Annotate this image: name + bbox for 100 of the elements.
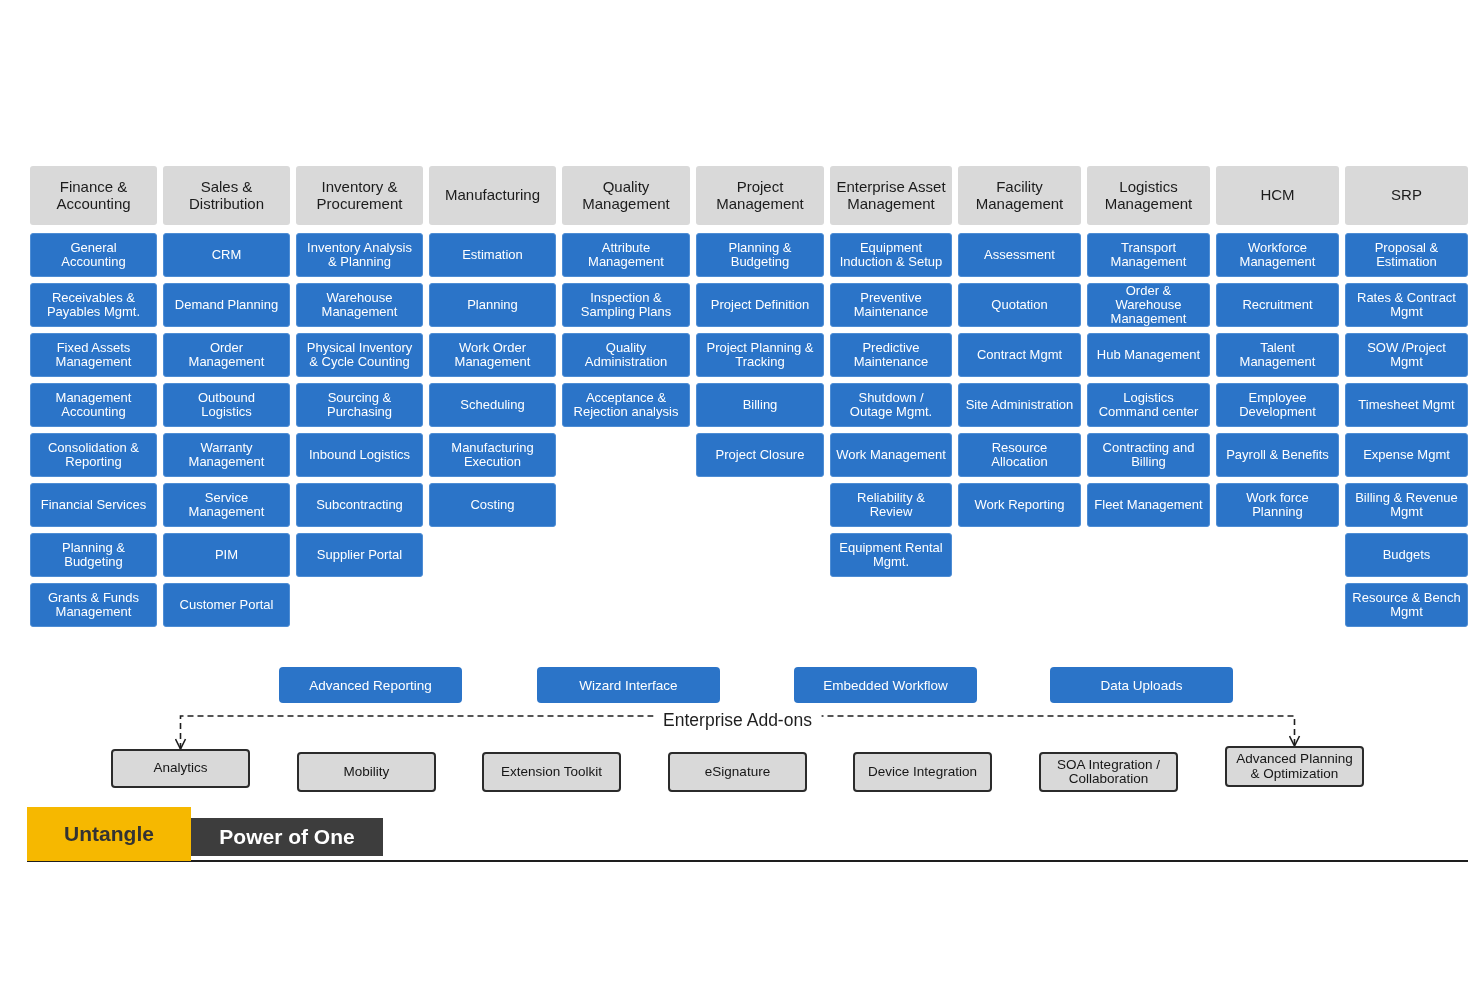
module-tile	[429, 433, 556, 477]
feature-tile	[1050, 667, 1233, 703]
module-tile	[1345, 383, 1468, 427]
category-title: Facility Management	[974, 179, 1065, 212]
module-tile	[30, 583, 157, 627]
module-name: Equipment Rental Mgmt.	[838, 540, 944, 570]
module-name: Consolidation & Reporting	[46, 440, 141, 470]
module-name: Acceptance & Rejection analysis	[572, 390, 680, 420]
feature-name: Embedded Workflow	[823, 677, 948, 693]
feature-name: Data Uploads	[1100, 677, 1183, 693]
add-on-name: Mobility	[343, 764, 390, 780]
module-tile	[696, 383, 824, 427]
module-tile	[296, 333, 423, 377]
module-name: Project Planning & Tracking	[705, 340, 815, 370]
module-name: Subcontracting	[316, 498, 403, 512]
module-name: PIM	[214, 548, 239, 562]
module-name: Inventory Analysis & Planning	[306, 240, 413, 270]
module-tile	[830, 433, 952, 477]
module-name: Work Management	[836, 448, 946, 462]
module-tile	[429, 283, 556, 327]
category-title: Quality Management	[581, 179, 671, 212]
module-tile	[1345, 583, 1468, 627]
module-name: Costing	[470, 498, 515, 512]
module-name: Employee Development	[1238, 390, 1317, 420]
module-tile	[296, 433, 423, 477]
add-on-name: SOA Integration / Collaboration	[1056, 757, 1161, 787]
module-name: Inbound Logistics	[308, 448, 411, 462]
module-name: Service Management	[187, 490, 266, 520]
module-tile	[1087, 333, 1210, 377]
module-name: Planning & Budgeting	[61, 540, 126, 570]
module-name: Warehouse Management	[320, 290, 399, 320]
module-tile	[1345, 483, 1468, 527]
module-name: Scheduling	[460, 398, 525, 412]
category-header-panel	[958, 166, 1081, 225]
add-on-name: Advanced Planning & Optimization	[1235, 752, 1354, 781]
module-name: Financial Services	[40, 498, 147, 512]
add-on-tile	[297, 752, 436, 792]
module-tile	[163, 533, 290, 577]
module-tile	[429, 483, 556, 527]
module-name: Timesheet Mgmt	[1358, 398, 1455, 412]
category-title: SRP	[1391, 187, 1422, 204]
module-tile	[1345, 433, 1468, 477]
module-name: Payroll & Benefits	[1226, 448, 1329, 462]
module-name: Sourcing & Purchasing	[325, 390, 393, 420]
module-tile	[1087, 433, 1210, 477]
module-tile	[163, 383, 290, 427]
module-name: Project Definition	[710, 298, 810, 312]
module-name: Project Closure	[715, 448, 805, 462]
feature-tile	[279, 667, 462, 703]
module-tile	[696, 233, 824, 277]
module-tile	[1216, 433, 1339, 477]
category-header-panel	[1087, 166, 1210, 225]
category-header-panel	[163, 166, 290, 225]
add-on-tile	[482, 752, 621, 792]
module-name: Billing & Revenue Mgmt	[1354, 490, 1459, 520]
module-name: Resource Allocation	[990, 440, 1049, 470]
module-tile	[696, 283, 824, 327]
subtitle-banner	[191, 818, 383, 856]
module-tile	[696, 433, 824, 477]
module-tile	[1216, 283, 1339, 327]
feature-name: Advanced Reporting	[309, 677, 432, 693]
module-tile	[429, 333, 556, 377]
module-tile	[30, 333, 157, 377]
add-on-tile	[1225, 746, 1364, 787]
module-name: Management Accounting	[54, 390, 133, 420]
module-name: General Accounting	[60, 240, 127, 270]
module-name: Rates & Contract Mgmt	[1356, 290, 1457, 320]
module-tile	[830, 283, 952, 327]
module-tile	[296, 283, 423, 327]
module-tile	[958, 383, 1081, 427]
module-tile	[163, 433, 290, 477]
module-name: Site Administration	[965, 398, 1074, 412]
module-tile	[696, 333, 824, 377]
module-name: Planning	[467, 298, 518, 312]
module-name: Demand Planning	[174, 298, 279, 312]
module-name: Proposal & Estimation	[1373, 240, 1440, 270]
module-tile	[30, 383, 157, 427]
module-name: Expense Mgmt	[1363, 448, 1450, 462]
module-tile	[562, 333, 690, 377]
module-tile	[1345, 233, 1468, 277]
category-title: Enterprise Asset Management	[835, 179, 947, 212]
module-name: Work force Planning	[1245, 490, 1310, 520]
category-title: Manufacturing	[444, 187, 541, 204]
module-name: Contracting and Billing	[1101, 440, 1196, 470]
module-name: Manufacturing Execution	[450, 440, 535, 470]
module-name: Quality Administration	[583, 340, 669, 370]
banner-subtitle: Power of One	[219, 825, 355, 849]
module-name: Quotation	[991, 298, 1048, 312]
module-name: SOW /Project Mgmt	[1366, 340, 1447, 370]
category-title: HCM	[1260, 187, 1295, 204]
add-on-name: Device Integration	[868, 764, 977, 780]
module-tile	[1345, 333, 1468, 377]
module-tile	[958, 433, 1081, 477]
add-on-name: Analytics	[153, 761, 208, 776]
category-header-panel	[562, 166, 690, 225]
module-name: Shutdown / Outage Mgmt.	[848, 390, 934, 420]
add-on-tile	[853, 752, 992, 792]
module-tile	[1087, 233, 1210, 277]
module-tile	[163, 583, 290, 627]
module-tile	[296, 483, 423, 527]
